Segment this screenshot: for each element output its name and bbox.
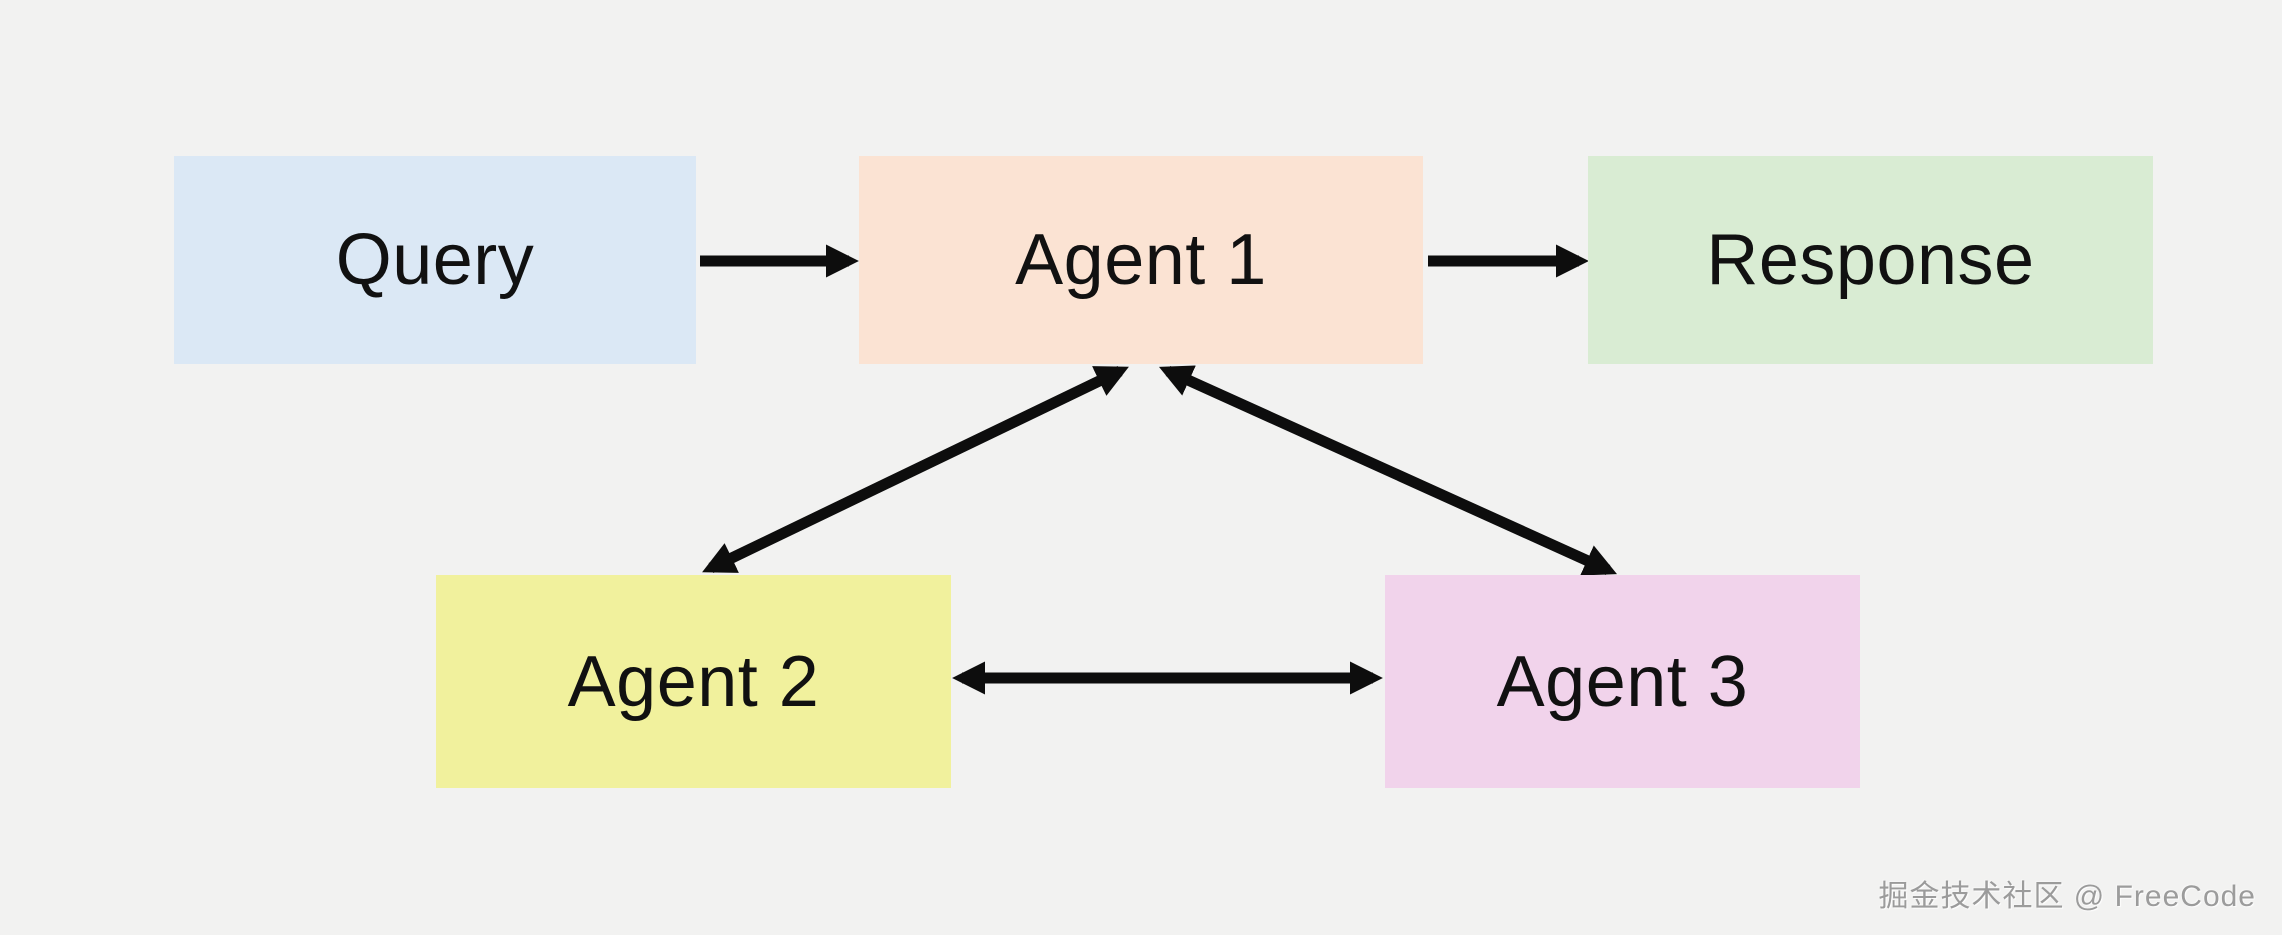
node-agent-3-label: Agent 3 bbox=[1496, 641, 1749, 722]
edge-agent1-agent2-bidirectional bbox=[702, 366, 1129, 573]
node-agent-1-label: Agent 1 bbox=[1015, 220, 1267, 300]
watermark: 掘金技术社区 @ FreeCode bbox=[1878, 880, 2256, 913]
node-agent-2: Agent 2 bbox=[436, 575, 951, 788]
node-agent-3: Agent 3 bbox=[1385, 575, 1860, 788]
node-query: Query bbox=[174, 156, 696, 364]
node-response-label: Response bbox=[1706, 220, 2035, 300]
node-response: Response bbox=[1588, 156, 2153, 364]
node-agent-1: Agent 1 bbox=[859, 156, 1423, 364]
edge-agent1-agent3-bidirectional bbox=[1158, 365, 1618, 576]
node-agent-2-label: Agent 2 bbox=[567, 641, 820, 722]
node-query-label: Query bbox=[335, 220, 535, 300]
